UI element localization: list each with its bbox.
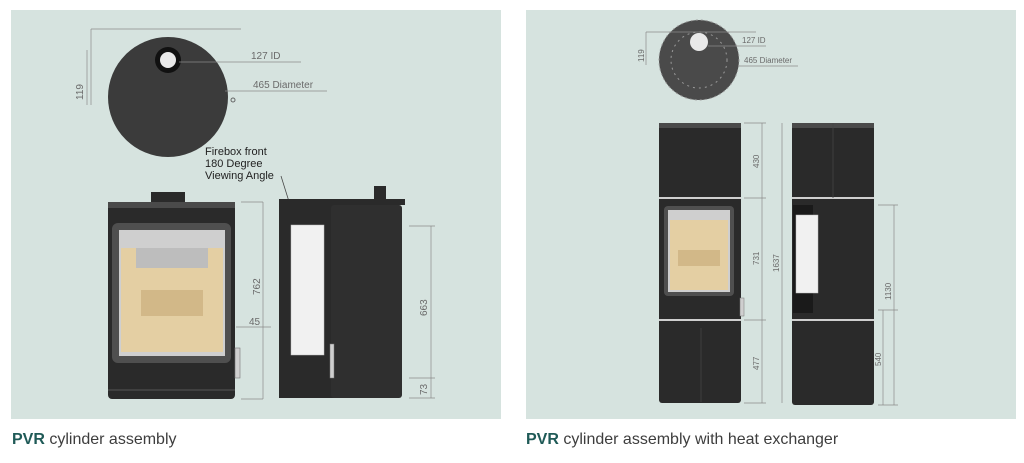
door-handle [739,297,745,317]
dimension-label: 465 Diameter [744,56,792,65]
dimension-label: 127 ID [742,36,766,45]
caption-text: cylinder assembly with heat exchanger [558,431,839,448]
side-view: 1130 540 [792,123,898,406]
stove-rear-section [331,205,402,398]
stove-body [792,123,874,405]
top-plate [108,202,235,208]
dimension-label: 119 [75,84,86,100]
pvr-heat-exchanger-panel: 119 127 ID 465 Diameter 430 731 477 [526,10,1016,419]
top-view: 119 127 ID 465 Diameter [637,19,798,101]
left-caption: PVR cylinder assembly [12,431,177,449]
door-handle [234,347,241,379]
dimension-label: 1637 [772,254,781,272]
top-view: 119 127 ID 465 Diameter [75,28,327,157]
grate [678,250,720,266]
dimension-label: 119 [637,49,646,62]
right-caption: PVR cylinder assembly with heat exchange… [526,431,838,449]
glass-panel [290,224,325,356]
note-line: Viewing Angle [205,170,274,182]
pvr-cylinder-assembly-drawing: 119 127 ID 465 Diameter Firebox front 18… [75,28,435,400]
dimension-label: 540 [874,352,883,366]
door-handle [329,343,335,379]
brand-name: PVR [526,431,559,448]
dimension-label: 731 [752,251,761,265]
top-plate [659,123,741,128]
dimension-label: 73 [419,383,430,395]
flue-collar [151,192,185,202]
dimension-label: 762 [252,278,263,295]
top-view-disc [108,37,228,157]
top-plate [279,199,405,205]
dimension-label: 465 Diameter [253,80,314,91]
caption-text: cylinder assembly [44,431,177,448]
front-view: 430 731 477 1637 [659,122,783,404]
dimension-label: 477 [752,356,761,370]
note-line: 180 Degree [205,158,263,170]
dimension-label: 663 [419,299,430,316]
note-line: Firebox front [205,146,267,158]
side-view: 663 73 [279,186,435,399]
dimension-label: 1130 [884,282,893,300]
pvr-heat-exchanger-drawing: 119 127 ID 465 Diameter 430 731 477 [637,19,898,406]
baffle [136,248,208,268]
vent-pattern [658,19,740,101]
front-view: 762 45 [108,192,271,400]
pvr-cylinder-assembly-panel: 119 127 ID 465 Diameter Firebox front 18… [11,10,501,419]
grate [141,290,203,316]
dimension-label: 45 [249,317,261,328]
vent-pattern [670,31,728,89]
glass-panel [795,214,819,294]
flue-stub [374,186,386,200]
flue-opening [690,33,708,51]
vent-mark [230,97,236,103]
brand-name: PVR [12,431,45,448]
dimension-label: 127 ID [251,51,280,62]
dimension-label: 430 [752,154,761,168]
flue-opening [160,52,176,68]
